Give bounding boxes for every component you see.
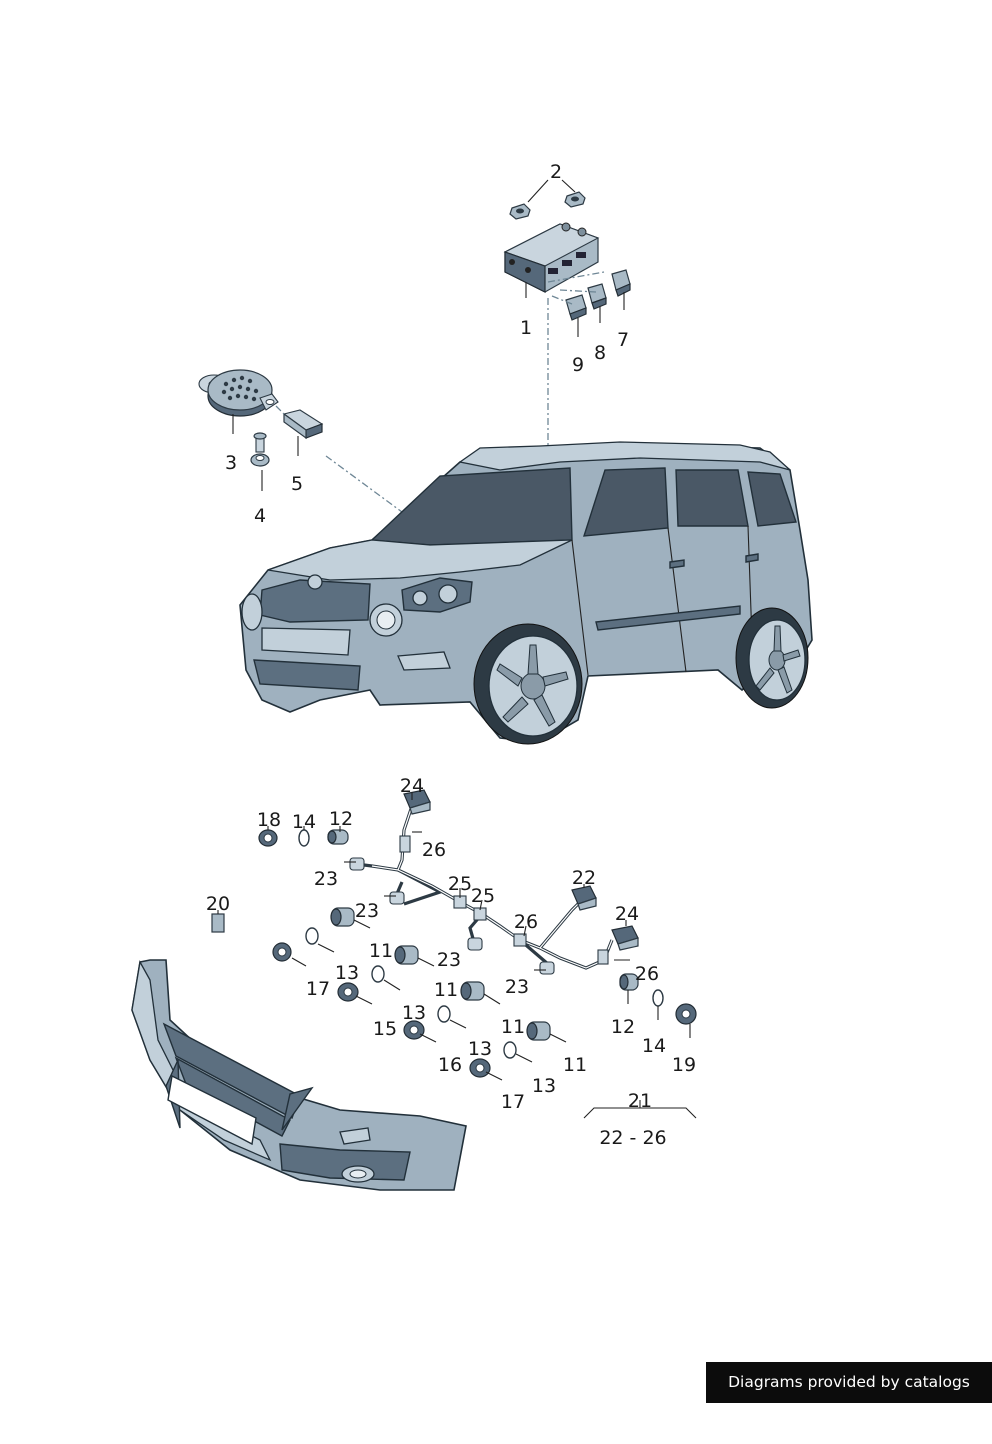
callout-26-mid: 26 (514, 911, 538, 933)
callout-13-b: 13 (402, 1002, 426, 1024)
seal-ring-14b (652, 989, 664, 1007)
callout-24-top: 24 (400, 775, 424, 797)
callout-26-top: 26 (422, 839, 446, 861)
sensor-11b (460, 981, 485, 1001)
callout-22: 22 (572, 867, 596, 889)
seal-ring-13b (371, 965, 385, 983)
sensor-holder-16 (469, 1058, 491, 1078)
seal-ring-13a (305, 927, 319, 945)
seal-ring-13c (437, 1005, 451, 1023)
connector-24-top (403, 789, 431, 815)
callout-23-d: 23 (505, 976, 529, 998)
callout-labels: 1 2 3 4 5 7 8 9 24 18 14 12 26 23 25 25 … (206, 161, 696, 1149)
callout-8: 8 (594, 342, 606, 364)
callout-26-right: 26 (635, 963, 659, 985)
callout-25-right: 25 (471, 885, 495, 907)
screw (253, 432, 267, 453)
callout-18: 18 (257, 809, 281, 831)
sensor-holder-18 (258, 829, 278, 847)
callout-4: 4 (254, 505, 266, 527)
vehicle (239, 441, 813, 745)
parts-diagram: 1 2 3 4 5 7 8 9 24 18 14 12 26 23 25 25 … (131, 161, 813, 1191)
connector-7 (611, 269, 631, 297)
sensor-holder-15 (403, 1020, 425, 1040)
callout-12-right: 12 (611, 1016, 635, 1038)
callout-19: 19 (672, 1054, 696, 1076)
callout-17-b: 17 (501, 1091, 525, 1113)
sensor-12a (327, 829, 349, 845)
connector-24-right (611, 925, 639, 951)
callout-12-left: 12 (329, 808, 353, 830)
credit-banner: Diagrams provided by catalogs parts (706, 1362, 992, 1432)
clip-20 (211, 913, 225, 933)
front-bumper (131, 959, 467, 1191)
callout-1: 1 (520, 317, 532, 339)
callout-3: 3 (225, 452, 237, 474)
callout-25-left: 25 (448, 873, 472, 895)
buzzer (198, 369, 279, 417)
sensor-holder-17a (272, 942, 292, 962)
connector-8 (587, 283, 607, 310)
callout-11-c: 11 (501, 1016, 525, 1038)
seal-ring-13d (503, 1041, 517, 1059)
sensor-12b (619, 973, 639, 991)
callout-23-c: 23 (437, 949, 461, 971)
leader-lines (217, 792, 697, 1119)
connector-5 (282, 409, 324, 440)
wiring-harness (349, 789, 639, 975)
sensor-11c (526, 1021, 551, 1041)
callout-14-left: 14 (292, 811, 316, 833)
callout-16: 16 (438, 1054, 462, 1076)
sensor-holder-17b (337, 982, 359, 1002)
callout-20: 20 (206, 893, 230, 915)
connector-9 (565, 294, 587, 321)
callout-13-a: 13 (335, 962, 359, 984)
sensor-23b (330, 907, 355, 927)
sensor-holder-19 (675, 1003, 697, 1025)
callout-7: 7 (617, 329, 629, 351)
callout-11-d: 11 (563, 1054, 587, 1076)
callout-21: 21 (628, 1090, 652, 1112)
callout-11-b: 11 (434, 979, 458, 1001)
callout-23-mid: 23 (355, 900, 379, 922)
callout-13-c: 13 (468, 1038, 492, 1060)
control-unit (503, 222, 600, 293)
callout-5: 5 (291, 473, 303, 495)
callout-13-d: 13 (532, 1075, 556, 1097)
callout-9: 9 (572, 354, 584, 376)
callout-2: 2 (550, 161, 562, 183)
callout-17-a: 17 (306, 978, 330, 1000)
callout-22-26: 22 - 26 (599, 1127, 666, 1149)
callout-24-right: 24 (615, 903, 639, 925)
washer (250, 453, 270, 467)
callout-11-a: 11 (369, 940, 393, 962)
nut-right (564, 191, 586, 208)
callout-14-right: 14 (642, 1035, 666, 1057)
callout-15: 15 (373, 1018, 397, 1040)
callout-23-top: 23 (314, 868, 338, 890)
nut-left (509, 203, 531, 220)
sensor-11a (394, 945, 419, 965)
